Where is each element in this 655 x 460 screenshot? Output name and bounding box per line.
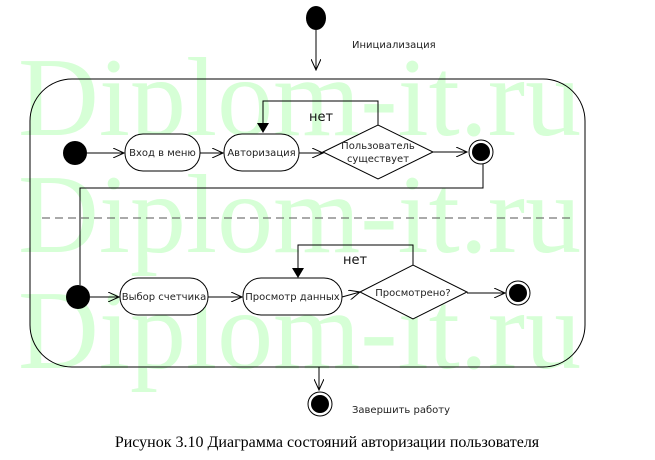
watermark: Diplom-it.ru Diplom-it.ru Diplom-it.ru <box>18 36 581 393</box>
initial-state <box>66 285 90 309</box>
transition-line <box>79 164 484 285</box>
state-label: Авторизация <box>227 148 295 159</box>
final-state <box>307 391 333 417</box>
decision-label: Пользователь <box>341 141 415 152</box>
watermark-text: Diplom-it.ru <box>18 153 581 277</box>
loop-arrow <box>292 244 414 278</box>
figure-caption: Рисунок 3.10 Диаграмма состояний авториз… <box>115 434 540 451</box>
state-label: Вход в меню <box>129 148 196 159</box>
init-label: Инициализация <box>352 40 436 51</box>
state-label: Просмотр данных <box>245 292 340 303</box>
final-state <box>505 280 531 306</box>
watermark-text: Diplom-it.ru <box>18 36 581 160</box>
transition-arrow <box>341 292 360 297</box>
loop-arrow <box>257 100 379 133</box>
decision-label: существует <box>347 154 409 165</box>
final-state <box>468 139 494 165</box>
decision-label: Просмотрено? <box>375 288 450 299</box>
loop-label: нет <box>343 253 367 268</box>
loop-label: нет <box>309 110 333 125</box>
composite-state <box>29 78 586 368</box>
initial-state <box>306 6 326 30</box>
finish-label: Завершить работу <box>352 405 450 416</box>
decision-viewed <box>358 264 469 320</box>
state-label: Выбор счетчика <box>122 292 207 303</box>
initial-state <box>63 141 87 165</box>
